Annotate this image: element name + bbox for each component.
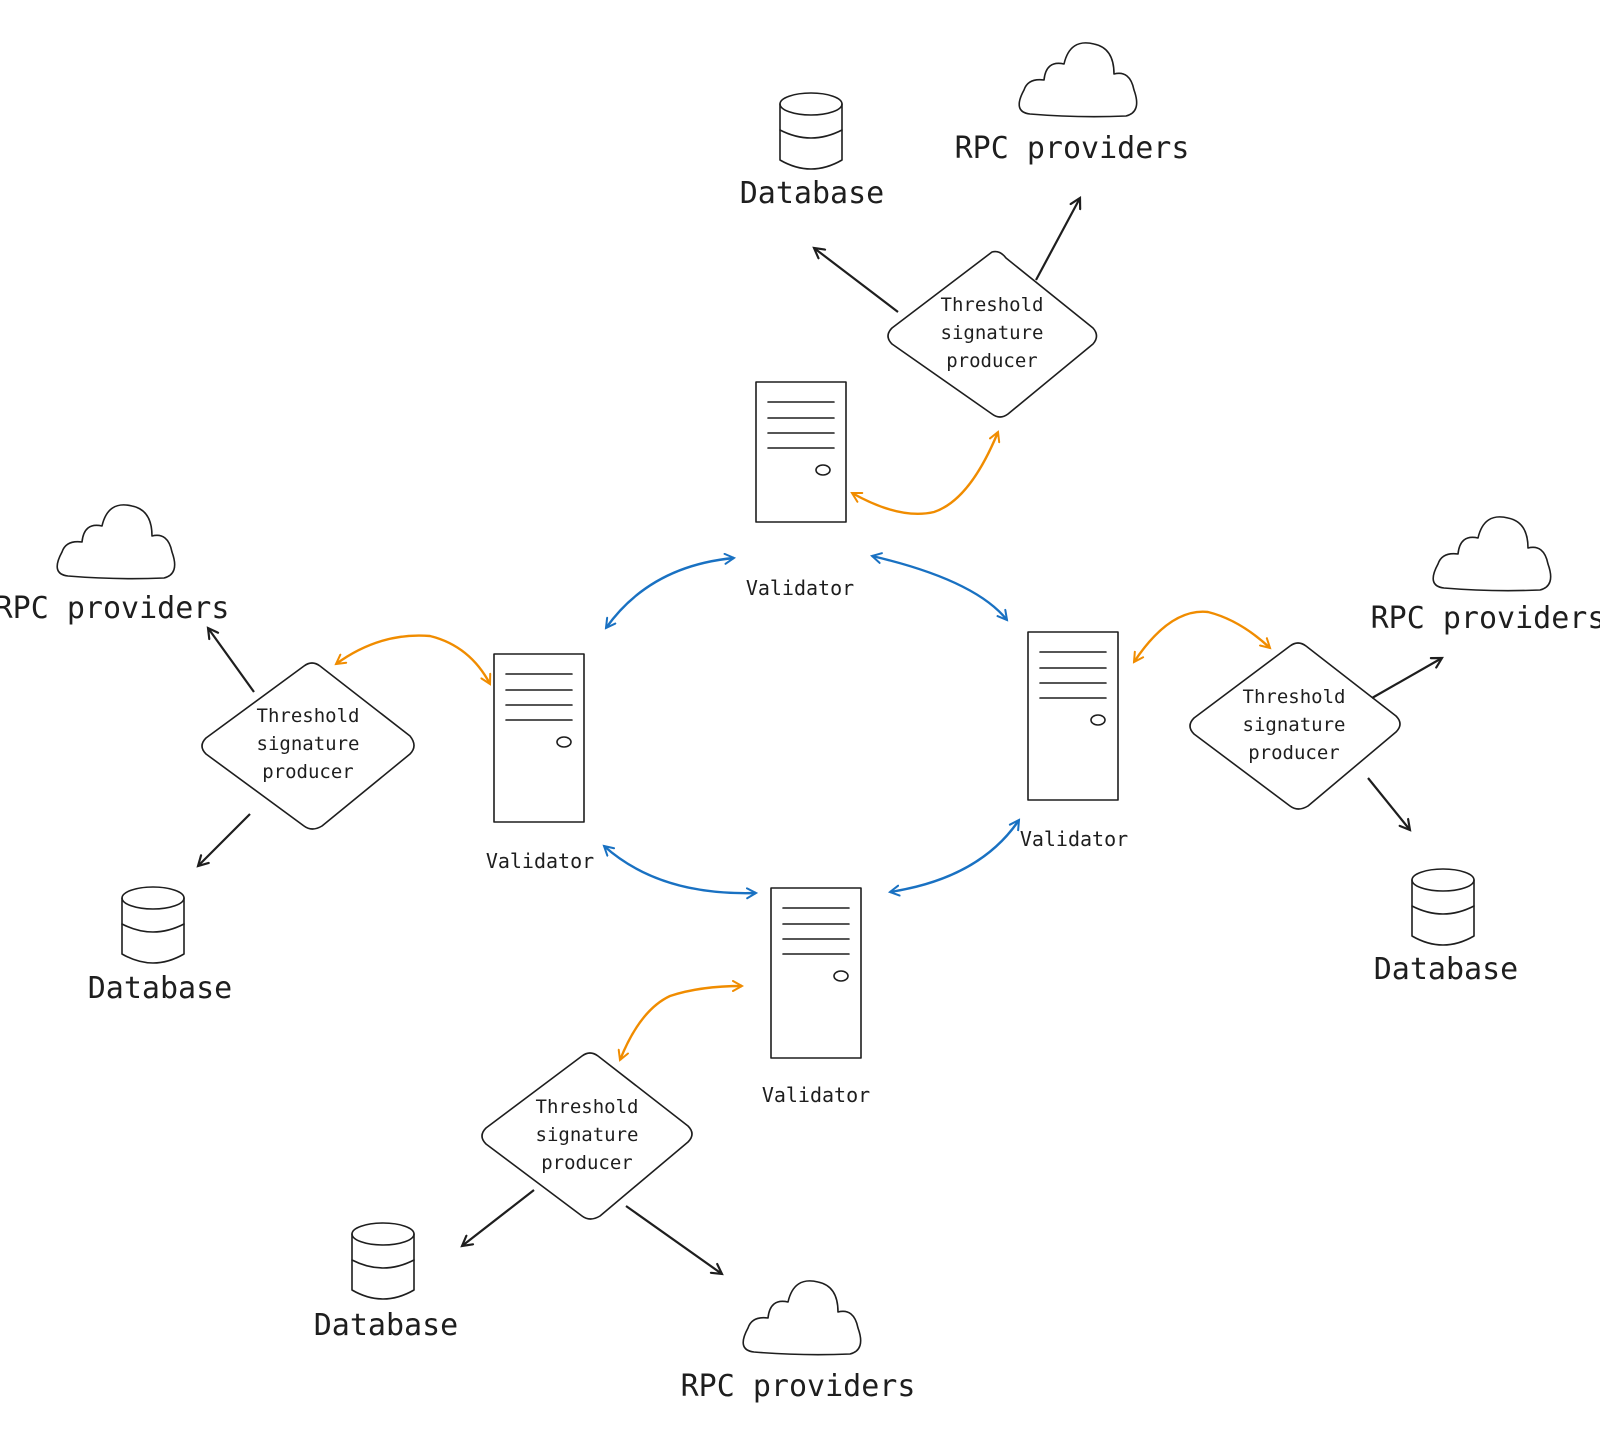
- database-left: [121, 886, 185, 964]
- server-tower-icon: [755, 381, 847, 523]
- rpc-cloud-left: [56, 504, 176, 580]
- tsp-label-line1: Threshold: [1243, 686, 1346, 708]
- tsp-to-database-arrow: [198, 813, 251, 866]
- validator-link-arrow: [890, 820, 1019, 892]
- database-cylinder-icon: [121, 886, 185, 964]
- validator-left: [493, 653, 585, 823]
- validator-bottom: [770, 887, 862, 1059]
- database-cylinder-icon: [351, 1222, 415, 1300]
- rpc-providers-label: RPC providers: [1371, 601, 1600, 636]
- database-top: [779, 92, 843, 170]
- tsp-label-line3: producer: [262, 761, 354, 783]
- database-cylinder-icon: [1411, 868, 1475, 946]
- validator-link-arrow: [606, 558, 734, 628]
- database-right: [1411, 868, 1475, 946]
- tsp-label-line3: producer: [541, 1152, 633, 1174]
- tsp-link-arrow: [852, 432, 998, 515]
- cloud-icon: [56, 504, 176, 580]
- tsp-label-line2: signature: [941, 322, 1044, 344]
- cloud-icon: [1018, 42, 1138, 118]
- validator-right: [1027, 631, 1119, 801]
- tsp-to-database-arrow: [1367, 777, 1410, 830]
- cloud-icon: [1432, 516, 1552, 592]
- tsp-label-line1: Threshold: [257, 705, 360, 727]
- tsp-to-rpc-arrow: [625, 1205, 722, 1274]
- rpc-cloud-bottom: [742, 1280, 862, 1356]
- rpc-providers-label: RPC providers: [955, 131, 1190, 166]
- tsp-to-rpc-arrow: [1371, 658, 1442, 699]
- tsp-label-line2: signature: [257, 733, 360, 755]
- validator-label: Validator: [762, 1083, 870, 1107]
- validator-top: [755, 381, 847, 523]
- tsp-label-line3: producer: [1248, 742, 1340, 764]
- validator-label: Validator: [486, 849, 594, 873]
- cloud-icon: [742, 1280, 862, 1356]
- database-cylinder-icon: [779, 92, 843, 170]
- tsp-label-line3: producer: [946, 350, 1038, 372]
- database-label: Database: [314, 1308, 459, 1343]
- server-tower-icon: [1027, 631, 1119, 801]
- rpc-providers-label: RPC providers: [0, 591, 229, 626]
- server-tower-icon: [493, 653, 585, 823]
- tsp-to-rpc-arrow: [208, 628, 255, 693]
- tsp-label-line2: signature: [536, 1124, 639, 1146]
- rpc-cloud-top: [1018, 42, 1138, 118]
- database-label: Database: [1374, 952, 1519, 987]
- validator-link-arrow: [872, 556, 1007, 620]
- tsp-to-rpc-arrow: [1035, 198, 1080, 281]
- threshold-signature-producer-bottom: Threshold signature producer: [481, 1052, 693, 1220]
- validator-label: Validator: [746, 576, 854, 600]
- tsp-link-arrow: [620, 986, 742, 1060]
- tsp-label-line2: signature: [1243, 714, 1346, 736]
- tsp-to-database-arrow: [462, 1189, 535, 1246]
- database-label: Database: [740, 176, 885, 211]
- tsp-to-database-arrow: [814, 248, 899, 313]
- database-label: Database: [88, 971, 233, 1006]
- tsp-label-line1: Threshold: [941, 294, 1044, 316]
- rpc-providers-label: RPC providers: [681, 1369, 916, 1404]
- tsp-label-line1: Threshold: [536, 1096, 639, 1118]
- threshold-signature-producer-top: Threshold signature producer: [887, 250, 1098, 418]
- tsp-link-arrow: [1134, 610, 1270, 662]
- threshold-signature-producer-left: Threshold signature producer: [201, 662, 415, 830]
- rpc-cloud-right: [1432, 516, 1552, 592]
- server-tower-icon: [770, 887, 862, 1059]
- database-bottom: [351, 1222, 415, 1300]
- validator-link-arrow: [604, 846, 756, 893]
- validator-label: Validator: [1020, 827, 1128, 851]
- threshold-signature-producer-right: Threshold signature producer: [1189, 642, 1401, 810]
- tsp-link-arrow: [336, 634, 490, 684]
